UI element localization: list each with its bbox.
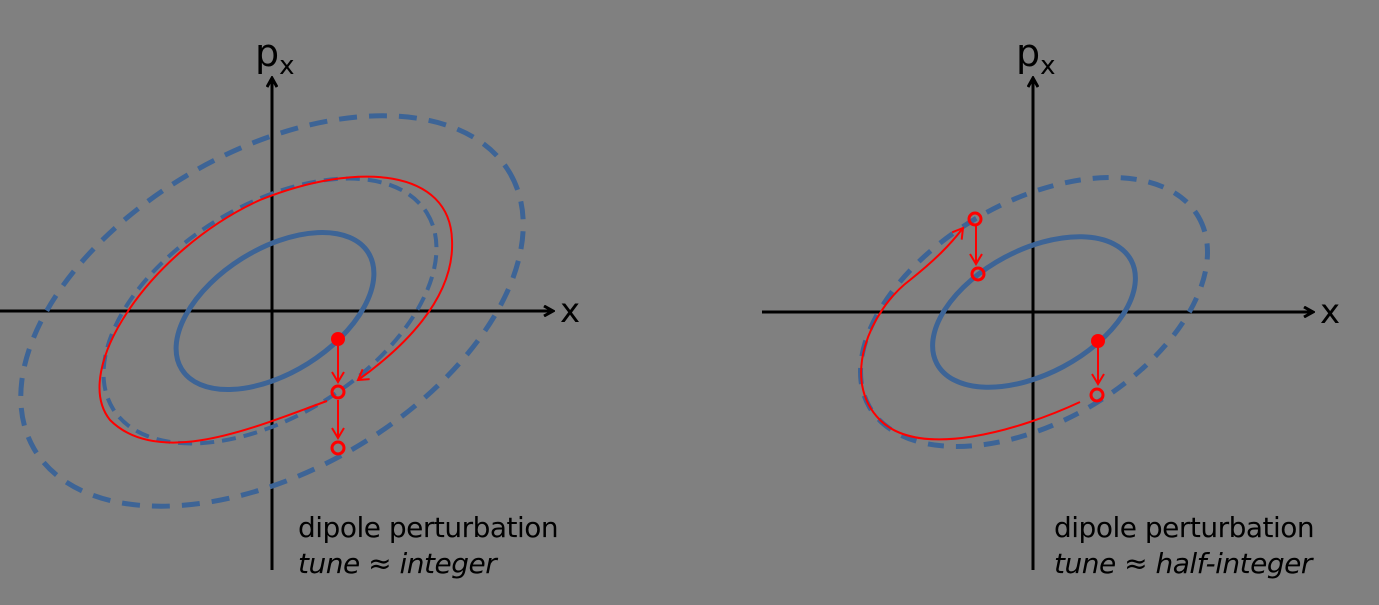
inner-ellipse: [930, 234, 1138, 390]
start-point: [331, 332, 345, 346]
right-panel: px x: [762, 31, 1340, 570]
x-axis-label: x: [560, 291, 580, 331]
caption-line-2: tune ≈ integer: [298, 547, 497, 580]
middle-ellipse: [101, 176, 439, 446]
left-panel: px x: [0, 31, 580, 570]
outer-dashed-ellipse: [18, 113, 526, 509]
left-caption: dipole perturbation tune ≈ integer: [298, 510, 559, 582]
px-axis-label: px: [1016, 31, 1056, 81]
start-point: [1091, 334, 1105, 348]
kicked-point-1: [330, 384, 346, 400]
half-turn-point: [967, 211, 983, 227]
caption-line-2: tune ≈ half-integer: [1054, 547, 1312, 580]
kicked-point-2: [970, 266, 986, 282]
kicked-point-2: [330, 440, 346, 456]
kicked-point-1: [1089, 387, 1105, 403]
caption-line-1: dipole perturbation: [298, 511, 559, 544]
red-trajectory: [860, 226, 1081, 441]
x-axis-label: x: [1320, 292, 1340, 332]
right-caption: dipole perturbation tune ≈ half-integer: [1054, 510, 1315, 582]
inner-ellipse: [173, 229, 377, 393]
px-axis-label: px: [255, 31, 295, 81]
caption-line-1: dipole perturbation: [1054, 511, 1315, 544]
red-trajectory: [98, 175, 454, 444]
